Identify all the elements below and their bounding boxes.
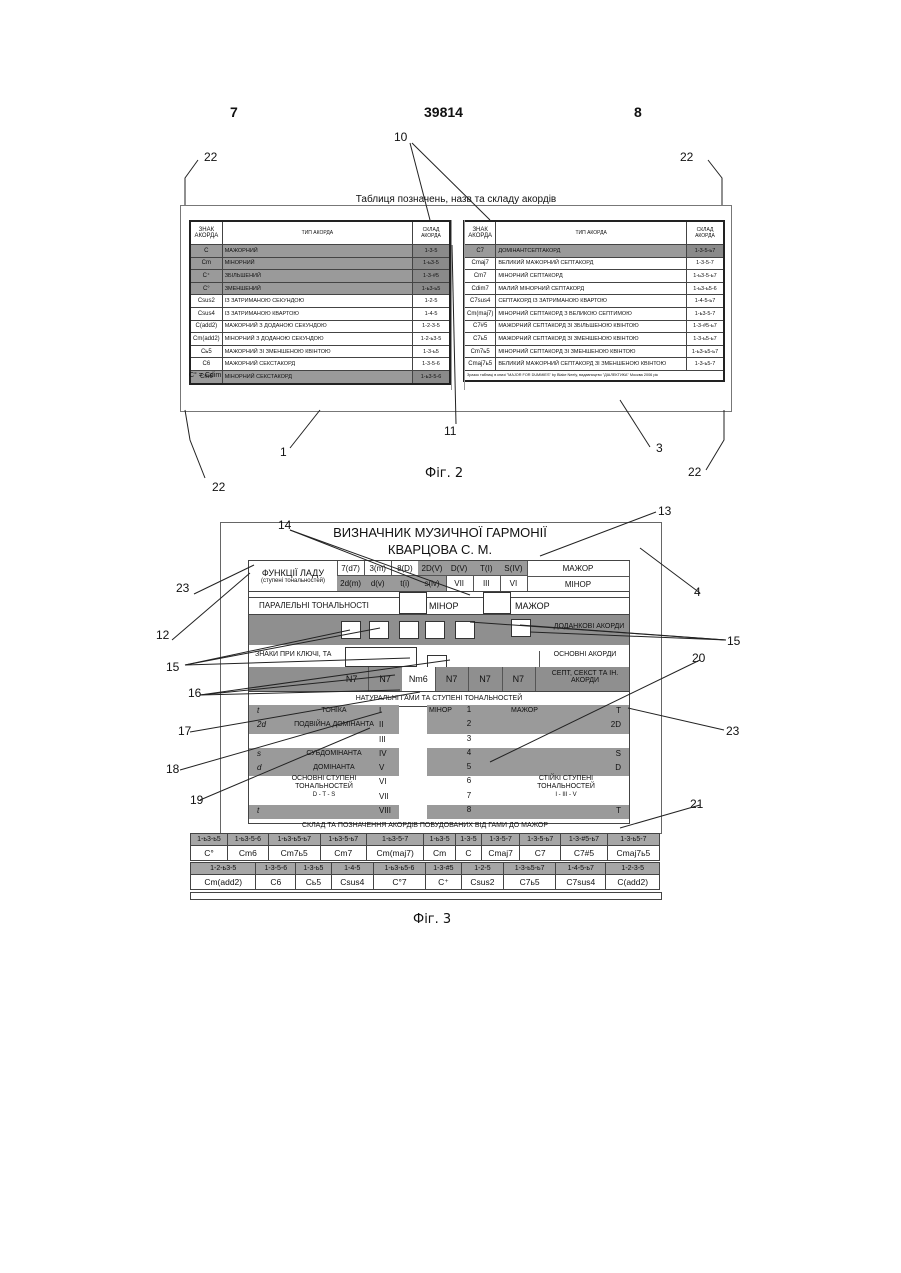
fig3-caption: Фіг. 3 [413,912,451,927]
